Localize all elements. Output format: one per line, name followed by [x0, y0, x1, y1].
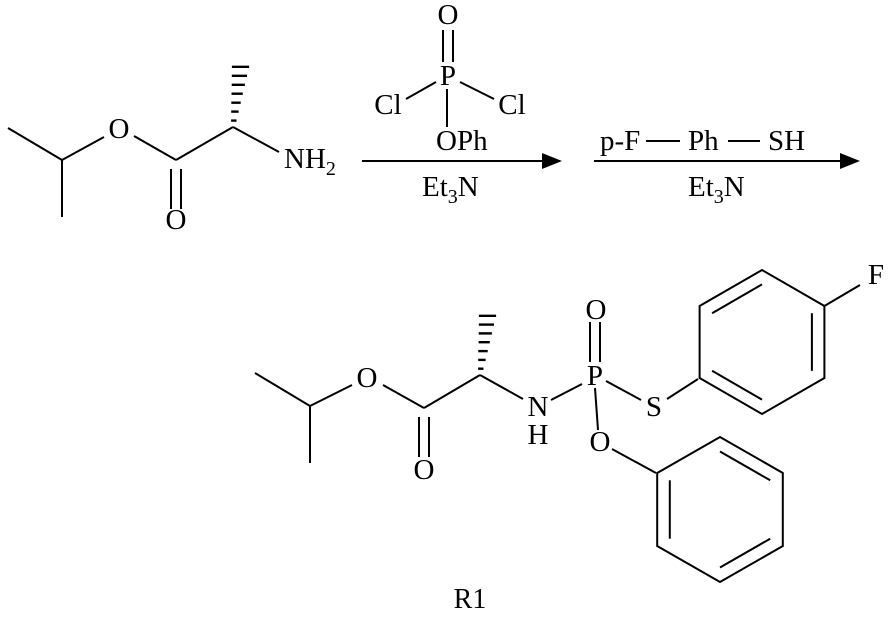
product-phenoxy-ring: [656, 435, 784, 584]
product-nitrogen-label: N: [528, 391, 549, 423]
step2-base-n: N: [724, 171, 745, 203]
step2-base-et: Et: [688, 171, 714, 203]
step2-phenyl-label: Ph: [688, 125, 719, 157]
step2-arrowhead: [840, 153, 860, 169]
product-phosphoryl-oxygen-label: O: [586, 294, 607, 326]
step1-base-subscript: 3: [448, 186, 458, 208]
reactant-ester-oxygen-label: O: [109, 113, 130, 145]
step1-base-et: Et: [422, 171, 448, 203]
step1-base-label: Et3N: [422, 171, 479, 208]
step1-phenoxy-label: OPh: [436, 125, 488, 157]
reactant-structure: O O NH2: [7, 65, 336, 236]
step2-para-fluoro-label: p-F: [600, 125, 640, 157]
reactant-stereo-hash-wedge: [231, 65, 250, 122]
reactant-bonds: [7, 126, 280, 217]
product-phosphorus-label: P: [587, 360, 603, 392]
step1-reagent-bonds: [405, 30, 495, 127]
step2-base-subscript: 3: [714, 186, 724, 208]
step1-reagent-structure: O P Cl Cl OPh: [374, 0, 525, 157]
product-structure: O O N H P O O S F: [254, 259, 884, 584]
amine-subscript-text: 2: [326, 158, 336, 180]
reactant-carbonyl-oxygen-label: O: [166, 204, 187, 236]
product-fluorophenyl-ring: [698, 268, 826, 416]
step1-phosphorus-label: P: [440, 60, 456, 92]
step2-arrow: [594, 153, 860, 169]
product-fluorine-label: F: [868, 259, 884, 291]
step2-base-label: Et3N: [688, 171, 745, 208]
amine-nh-text: NH: [284, 143, 326, 175]
product-ester-oxygen-label: O: [357, 362, 378, 394]
step1-chlorine-right-label: Cl: [498, 89, 525, 121]
product-nh-hydrogen-label: H: [528, 419, 549, 451]
product-carbonyl-oxygen-label: O: [414, 454, 435, 486]
product-stereo-hash-wedge: [478, 314, 497, 370]
step1-arrow: [362, 153, 562, 169]
product-phenoxy-oxygen-label: O: [590, 426, 611, 458]
step1-chlorine-left-label: Cl: [374, 89, 401, 121]
product-sulfur-label: S: [646, 391, 662, 423]
product-bonds: [254, 284, 861, 474]
step1-base-n: N: [458, 171, 479, 203]
step1-arrowhead: [542, 153, 562, 169]
step1-phosphoryl-oxygen-label: O: [438, 0, 459, 31]
product-compound-label: R1: [454, 584, 487, 615]
step2-thiol-formula: p-F Ph SH: [600, 125, 805, 157]
step2-thiol-group-label: SH: [768, 125, 805, 157]
reactant-amine-label: NH2: [284, 143, 336, 180]
